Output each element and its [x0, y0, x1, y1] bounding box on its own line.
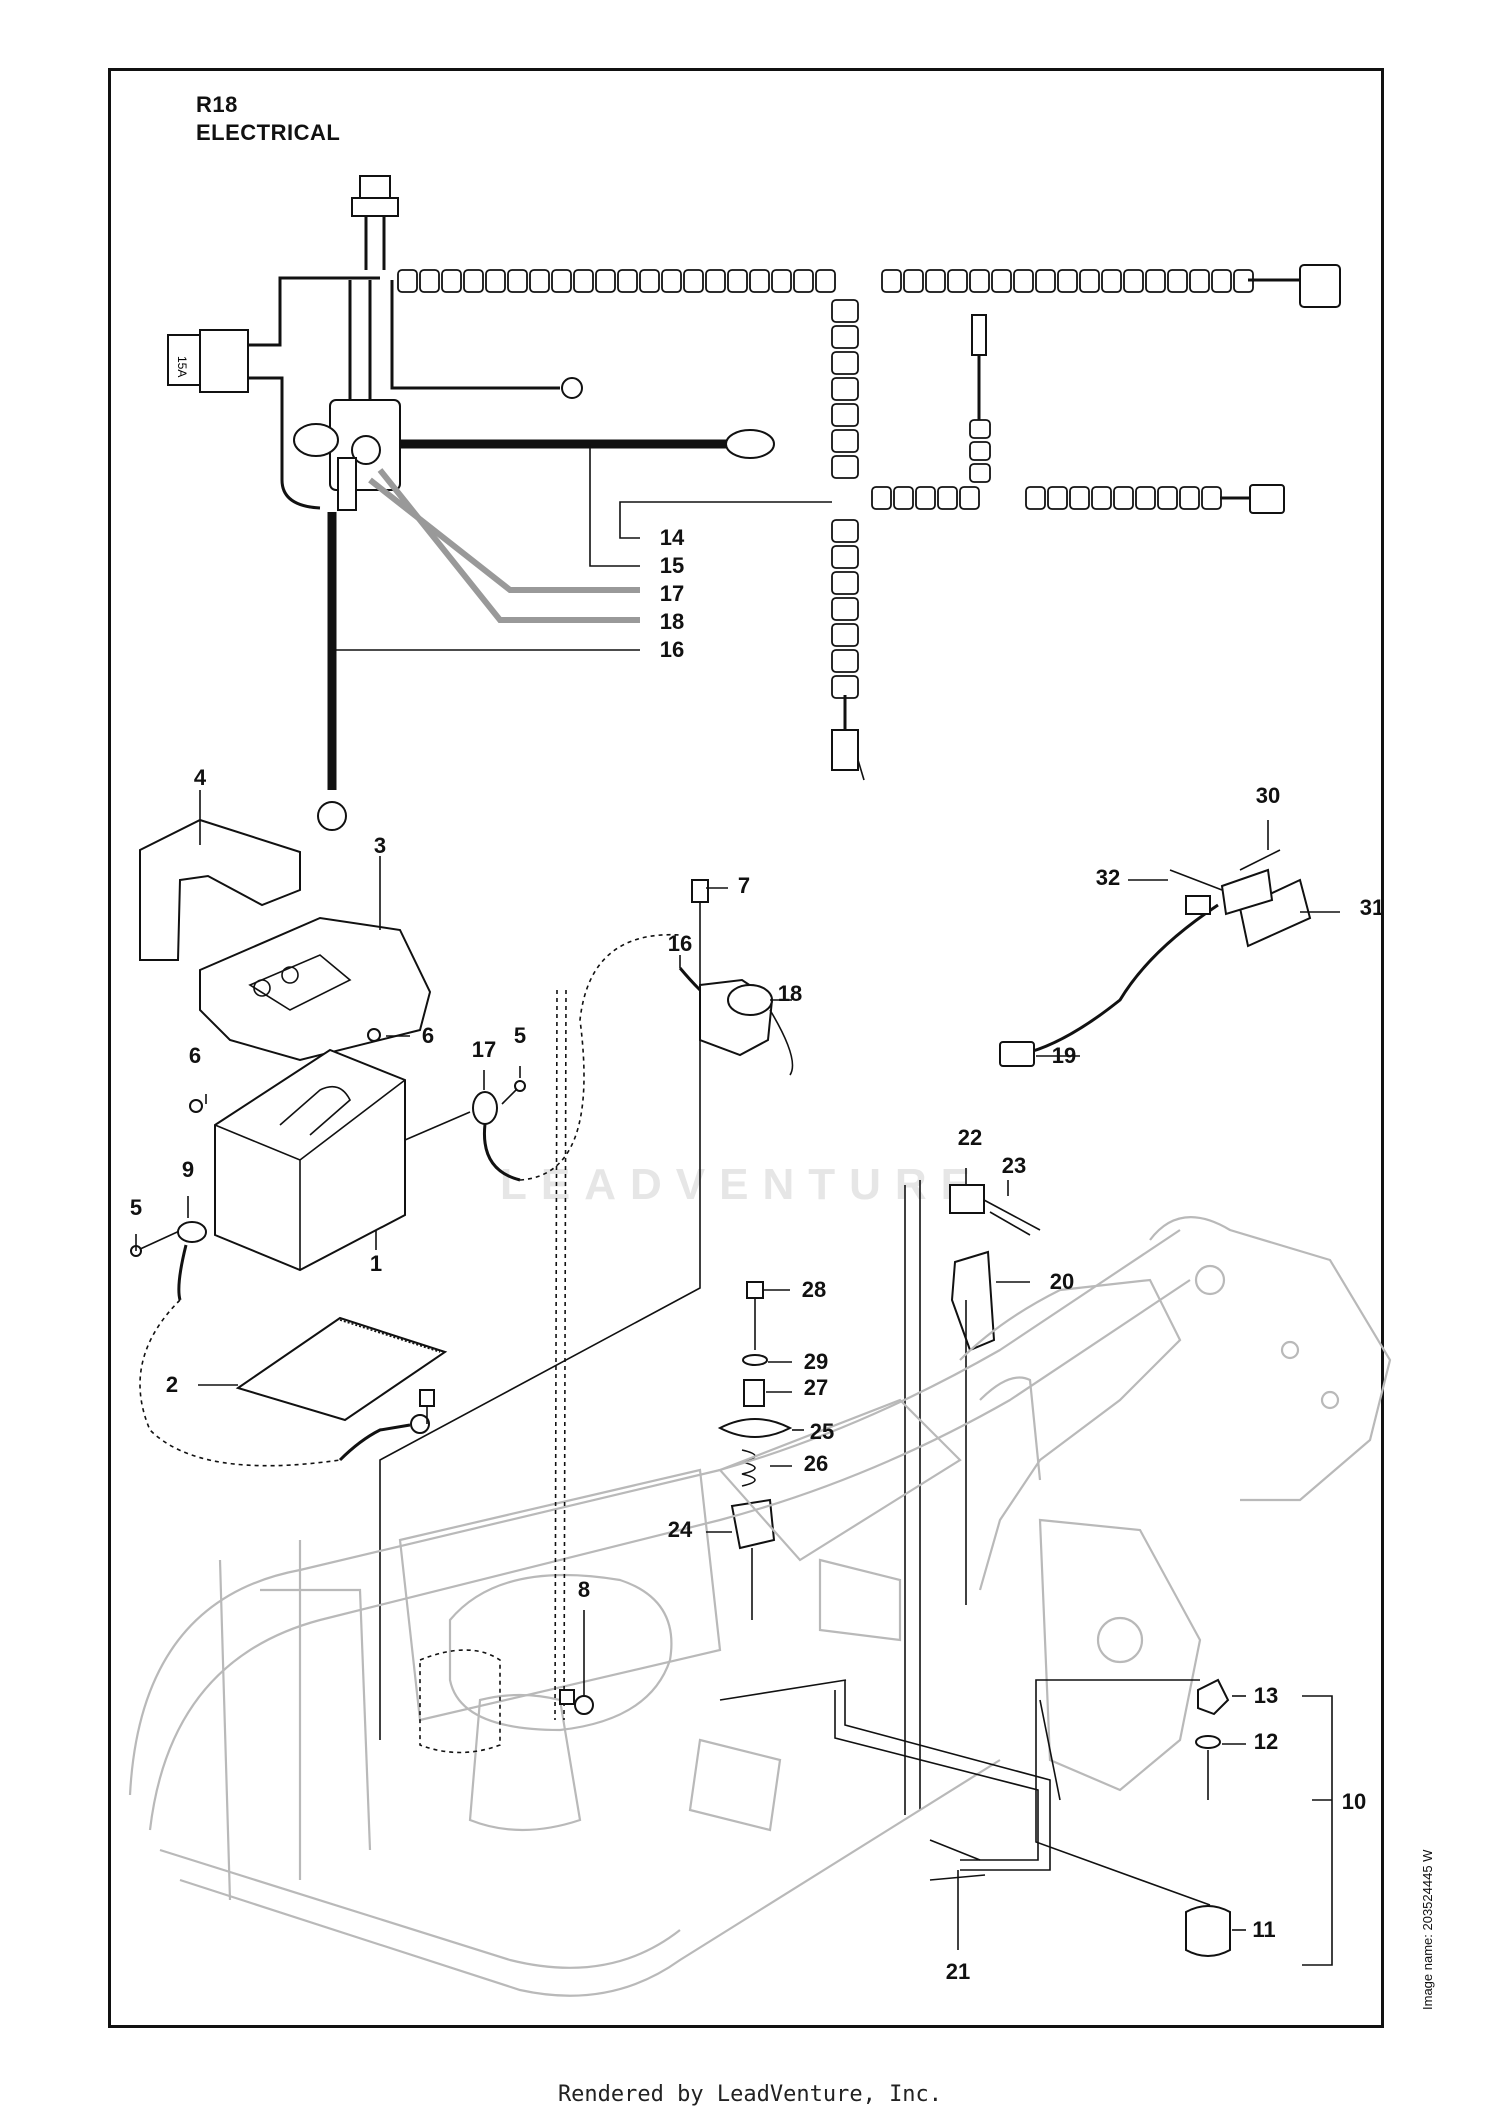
- cup-25: [717, 1418, 793, 1438]
- drawing-frame: [108, 68, 1384, 2028]
- callout-14: 14: [659, 525, 685, 550]
- callout-17: 17: [659, 581, 685, 606]
- negative-cable-terminal: [317, 801, 347, 831]
- callout-16: 16: [659, 637, 685, 662]
- nut-6-left: [189, 1099, 203, 1113]
- harness-branch-connector: [1249, 484, 1285, 514]
- callout-5-right: 5: [513, 1023, 527, 1048]
- nut-6-right: [367, 1028, 381, 1042]
- callout-10: 10: [1341, 1789, 1367, 1814]
- harness-leader-lines: [332, 444, 832, 651]
- harness-bottom-plug: [831, 729, 859, 771]
- engine-area: [419, 989, 594, 1754]
- callout-7: 7: [737, 873, 751, 898]
- callout-32: 32: [1095, 865, 1121, 890]
- spacer-27: [743, 1379, 765, 1407]
- footer-credit: Rendered by LeadVenture, Inc.: [557, 2082, 943, 2107]
- solenoid-assembly: [379, 879, 794, 1740]
- callout-2: 2: [165, 1372, 179, 1397]
- switch-bracket-31: [1238, 878, 1312, 948]
- battery-strap-terminal: [472, 1091, 498, 1125]
- callout-18-b: 18: [777, 981, 803, 1006]
- relay-housing: [199, 329, 249, 393]
- callout-11: 11: [1252, 1917, 1276, 1942]
- ring-terminal-small: [561, 377, 583, 399]
- callout-31: 31: [1359, 895, 1385, 920]
- callout-16-b: 16: [667, 931, 693, 956]
- harness-loom-branch: [831, 299, 859, 699]
- ground-cable-terminal: [177, 1221, 207, 1243]
- callout-19: 19: [1051, 1043, 1077, 1068]
- callout-8: 8: [577, 1577, 591, 1602]
- callout-21: 21: [945, 1959, 971, 1984]
- relay-15a: [167, 334, 201, 386]
- ignition-switch-11: [1185, 1905, 1231, 1957]
- battery: [214, 1048, 406, 1272]
- bracket-20: [950, 1250, 996, 1352]
- callout-30: 30: [1255, 783, 1281, 808]
- harness-21: [719, 1679, 1051, 1881]
- switch-22: [949, 1184, 985, 1214]
- callout-13: 13: [1253, 1683, 1279, 1708]
- nut-8: [574, 1695, 594, 1715]
- ignition-switch-kit: [1035, 1678, 1231, 1957]
- key-13: [1197, 1678, 1230, 1716]
- battery-cover: [199, 916, 432, 1062]
- harness-aux-connector: [971, 314, 987, 356]
- page-title-name: ELECTRICAL: [196, 120, 341, 145]
- nut-12: [1195, 1735, 1221, 1749]
- callout-4: 4: [193, 765, 207, 790]
- tractor-chassis: [128, 1216, 1392, 1997]
- callout-29: 29: [803, 1349, 829, 1374]
- callout-24: 24: [667, 1517, 693, 1542]
- callout-28: 28: [801, 1277, 827, 1302]
- callout-17-b: 17: [471, 1037, 497, 1062]
- callout-26: 26: [803, 1451, 829, 1476]
- callout-25: 25: [809, 1419, 835, 1444]
- wiring-harness: 15A: [167, 175, 1341, 831]
- knob-24: [730, 1498, 776, 1550]
- image-name-caption: Image name: 203524445 W: [1420, 1849, 1435, 2010]
- callout-12: 12: [1253, 1729, 1279, 1754]
- callout-9: 9: [181, 1157, 195, 1182]
- harness-loom-right: [871, 419, 1222, 510]
- watermark: LEADVENTURE: [500, 1160, 985, 1209]
- callout-3: 3: [373, 833, 387, 858]
- callout-1: 1: [369, 1251, 383, 1276]
- callout-leaders: [135, 790, 1340, 1966]
- callout-27: 27: [803, 1375, 829, 1400]
- bolt-28: [746, 1281, 764, 1299]
- callout-15: 15: [659, 553, 685, 578]
- detent-assembly: [717, 1281, 793, 1620]
- harness-top-connector-body: [351, 197, 399, 217]
- positive-cable-terminal: [725, 429, 775, 459]
- harness-loom-main: [397, 269, 1254, 293]
- relay-label: 15A: [175, 356, 189, 377]
- callout-20: 20: [1049, 1269, 1075, 1294]
- safety-switch-kit: [999, 849, 1312, 1067]
- seat-switch-assembly: [904, 1180, 1041, 1815]
- callout-18: 18: [659, 609, 685, 634]
- harness-end-connector: [1299, 264, 1341, 308]
- callout-22: 22: [957, 1125, 983, 1150]
- page-title-code: R18: [196, 92, 238, 117]
- callout-5-left: 5: [129, 1195, 143, 1220]
- screw-5-right: [514, 1080, 526, 1092]
- battery-hold-down-bracket: [139, 818, 301, 961]
- battery-pad: [235, 1316, 448, 1422]
- spring-26: [741, 1449, 756, 1487]
- callout-6-left: 6: [188, 1043, 202, 1068]
- bolt-7: [691, 879, 709, 903]
- harness-19-connector: [999, 1041, 1035, 1067]
- callout-23: 23: [1001, 1153, 1027, 1178]
- washer-29: [742, 1354, 768, 1366]
- battery-assembly: [130, 818, 681, 1467]
- switch-30: [1220, 868, 1274, 916]
- callout-6-right: 6: [421, 1023, 435, 1048]
